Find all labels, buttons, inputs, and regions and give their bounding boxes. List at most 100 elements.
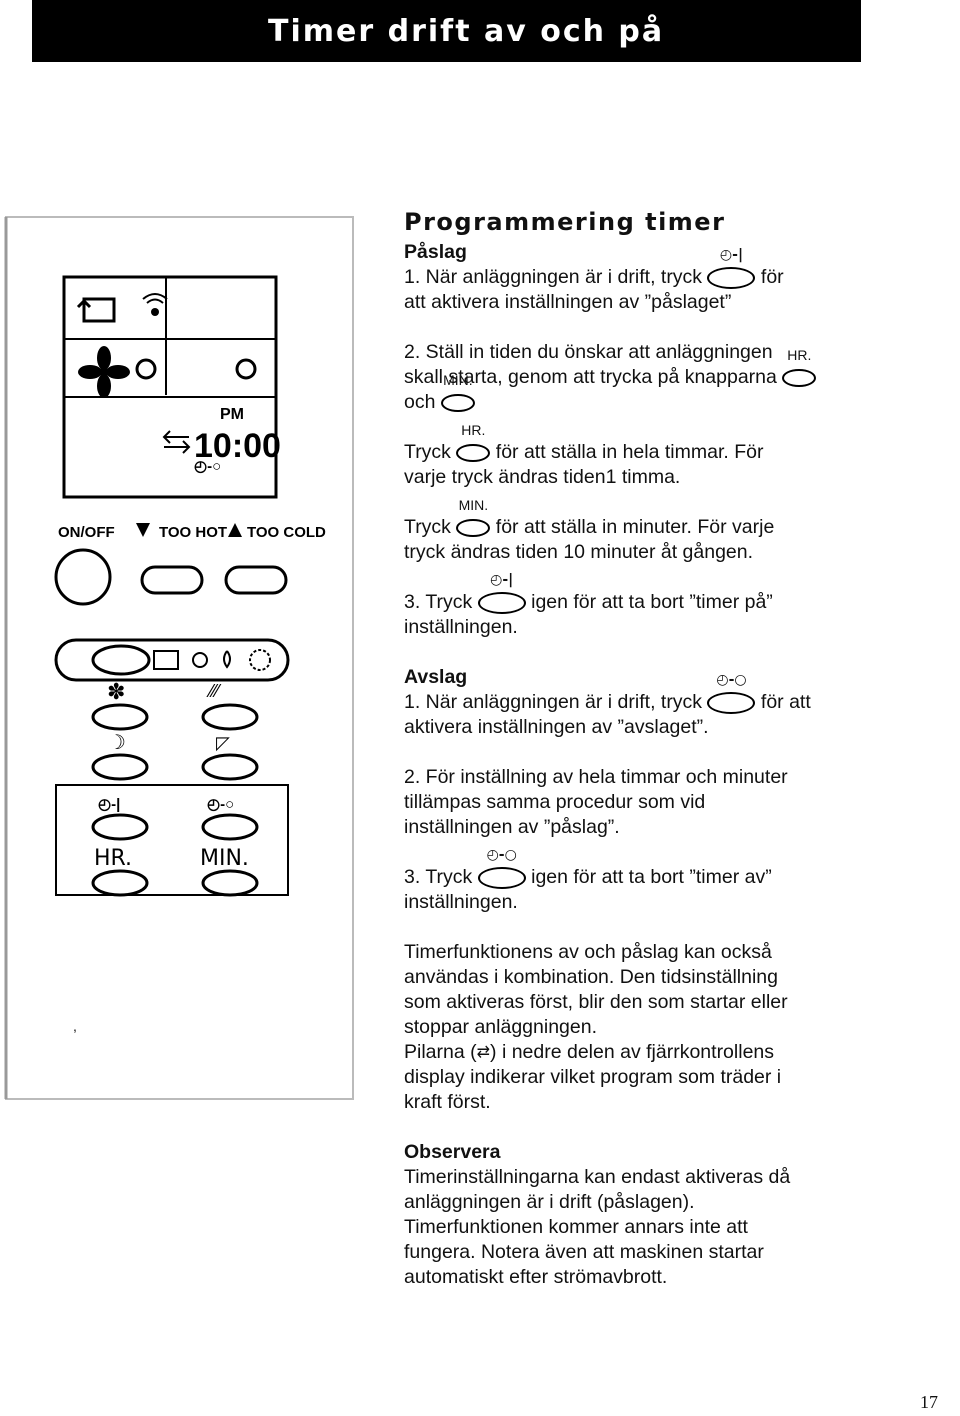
title-bar: Timer drift av och på xyxy=(32,0,861,62)
observera-heading: Observera xyxy=(404,1141,501,1163)
timer-on-inline-button-2: ◴-| xyxy=(477,572,526,615)
too-hot-button[interactable] xyxy=(140,565,204,595)
min-line1: Tryck MIN. för att ställa in minuter. Fö… xyxy=(404,497,884,540)
timer-off-icon-2: ◴-○ xyxy=(207,796,234,813)
mode-bar xyxy=(54,638,290,682)
hr-label: HR. xyxy=(461,422,486,438)
combo-l2: användas i kombination. Den tidsinställn… xyxy=(404,966,778,988)
timer-on-button[interactable] xyxy=(91,813,149,841)
text: Tryck xyxy=(404,441,451,463)
timer-on-icon: ◴-| xyxy=(490,572,514,588)
avslag-step1-cont: aktivera inställningen av ”avslaget”. xyxy=(404,716,709,738)
sleep-icon: ☽ xyxy=(108,732,126,754)
text: Tryck xyxy=(404,516,451,538)
stray-mark: , xyxy=(73,1018,77,1034)
fan-speed-icon: ✽ xyxy=(107,679,125,704)
mode-icons xyxy=(153,649,271,671)
remote-control-drawing: PM 10:00 ◴-○ ON/OFF TOO HOT TOO COLD ✽ ⁄… xyxy=(4,216,354,1100)
paslag-step1: 1. När anläggningen är i drift, tryck ◴-… xyxy=(404,247,884,290)
text: 3. Tryck xyxy=(404,866,473,888)
text: igen för att ta bort ”timer av” xyxy=(531,866,772,888)
oval-icon xyxy=(440,393,475,412)
paslag-step3-cont: inställningen. xyxy=(404,616,518,638)
mode-button[interactable] xyxy=(91,644,151,676)
instructions: Programmering timer Påslag 1. När anlägg… xyxy=(404,200,884,1290)
remote-control-illustration: PM 10:00 ◴-○ ON/OFF TOO HOT TOO COLD ✽ ⁄… xyxy=(4,215,355,1101)
text: 1. När anläggningen är i drift, tryck xyxy=(404,266,703,288)
oval-icon xyxy=(456,518,491,537)
hr-line2: varje tryck ändras tiden1 timma. xyxy=(404,466,681,488)
paslag-step2-l1: 2. Ställ in tiden du önskar att anläggni… xyxy=(404,341,773,363)
label-min: MIN. xyxy=(200,846,249,871)
on-off-button[interactable] xyxy=(54,548,112,606)
hr-button[interactable] xyxy=(91,869,149,897)
page-title: Timer drift av och på xyxy=(268,14,665,49)
avslag-step3-cont: inställningen. xyxy=(404,891,518,913)
label-hr: HR. xyxy=(94,846,132,871)
min-label: MIN. xyxy=(443,372,473,388)
oval-icon xyxy=(456,443,491,462)
timer-off-icon: ◴-○ xyxy=(486,847,517,863)
oval-icon xyxy=(707,691,756,714)
avslag-step2-l3: inställningen av ”påslag”. xyxy=(404,816,620,838)
sleep-button[interactable] xyxy=(91,753,149,781)
timer-off-inline-button-2: ◴-○ xyxy=(477,847,526,890)
text: och xyxy=(404,391,436,413)
section-title: Programmering timer xyxy=(404,208,726,236)
timer-on-icon: ◴-| xyxy=(719,247,744,263)
label-too-hot: TOO HOT xyxy=(159,524,227,541)
paslag-step2-l3: och MIN. xyxy=(404,372,884,415)
paslag-heading: Påslag xyxy=(404,241,467,263)
min-inline-button-2: MIN. xyxy=(456,497,491,540)
timer-panel xyxy=(55,784,289,896)
avslag-heading: Avslag xyxy=(404,666,468,688)
observera-l4: fungera. Notera även att maskinen starta… xyxy=(404,1241,764,1263)
timer-off-inline-button: ◴-○ xyxy=(707,672,756,715)
combo-l3: som aktiveras först, blir den som starta… xyxy=(404,991,788,1013)
observera-l1: Timerinställningarna kan endast aktivera… xyxy=(404,1166,791,1188)
up-arrow-icon xyxy=(228,523,242,537)
lcd-pm: PM xyxy=(220,406,244,423)
observera-l5: automatiskt efter strömavbrott. xyxy=(404,1266,668,1288)
signal-icon xyxy=(142,293,168,316)
text: för att xyxy=(760,691,811,713)
louver-icon: ◸ xyxy=(216,733,230,753)
page-number: 17 xyxy=(920,1392,938,1412)
oval-icon xyxy=(477,591,526,614)
avslag-step3: 3. Tryck ◴-○ igen för att ta bort ”timer… xyxy=(404,847,884,890)
paslag-step3: 3. Tryck ◴-| igen för att ta bort ”timer… xyxy=(404,572,884,615)
label-too-cold: TOO COLD xyxy=(247,524,326,541)
timer-on-icon: ◴-| xyxy=(98,796,120,813)
fan-button[interactable] xyxy=(91,703,149,731)
hr-line1: Tryck HR. för att ställa in hela timmar.… xyxy=(404,422,884,465)
mode-icon xyxy=(135,358,257,380)
observera-l2: anläggningen är i drift (påslagen). xyxy=(404,1191,695,1213)
hr-label: HR. xyxy=(787,347,812,363)
louver-button[interactable] xyxy=(201,753,259,781)
avslag-step2-l1: 2. För inställning av hela timmar och mi… xyxy=(404,766,788,788)
hr-inline-button: HR. xyxy=(782,347,817,390)
text: för att ställa in hela timmar. För xyxy=(495,441,764,463)
text: för xyxy=(760,266,784,288)
text: ) i nedre delen av fjärrkontrollens xyxy=(490,1041,775,1063)
text: 3. Tryck xyxy=(404,591,473,613)
paslag-step1-cont: att aktivera inställningen av ”påslaget” xyxy=(404,291,732,313)
timer-arrows-icon xyxy=(162,430,191,454)
min-label: MIN. xyxy=(458,497,489,513)
timer-off-icon: ◴-○ xyxy=(194,458,221,475)
text: för att ställa in minuter. För varje xyxy=(495,516,775,538)
text: 1. När anläggningen är i drift, tryck xyxy=(404,691,703,713)
timer-off-button[interactable] xyxy=(201,813,259,841)
min-line2: tryck ändras tiden 10 minuter åt gången. xyxy=(404,541,754,563)
swing-icon xyxy=(76,297,116,323)
combo-l7: kraft först. xyxy=(404,1091,491,1113)
swing-button[interactable] xyxy=(201,703,259,731)
hr-inline-button-2: HR. xyxy=(456,422,491,465)
combo-l4: stoppar anläggningen. xyxy=(404,1016,597,1038)
text: Pilarna ( xyxy=(404,1041,477,1063)
min-button[interactable] xyxy=(201,869,259,897)
swing-louver-icon: ⁄⁄⁄ xyxy=(206,681,222,701)
combo-l6: display indikerar vilket program som trä… xyxy=(404,1066,782,1088)
too-cold-button[interactable] xyxy=(224,565,288,595)
timer-off-icon: ◴-○ xyxy=(716,672,747,688)
